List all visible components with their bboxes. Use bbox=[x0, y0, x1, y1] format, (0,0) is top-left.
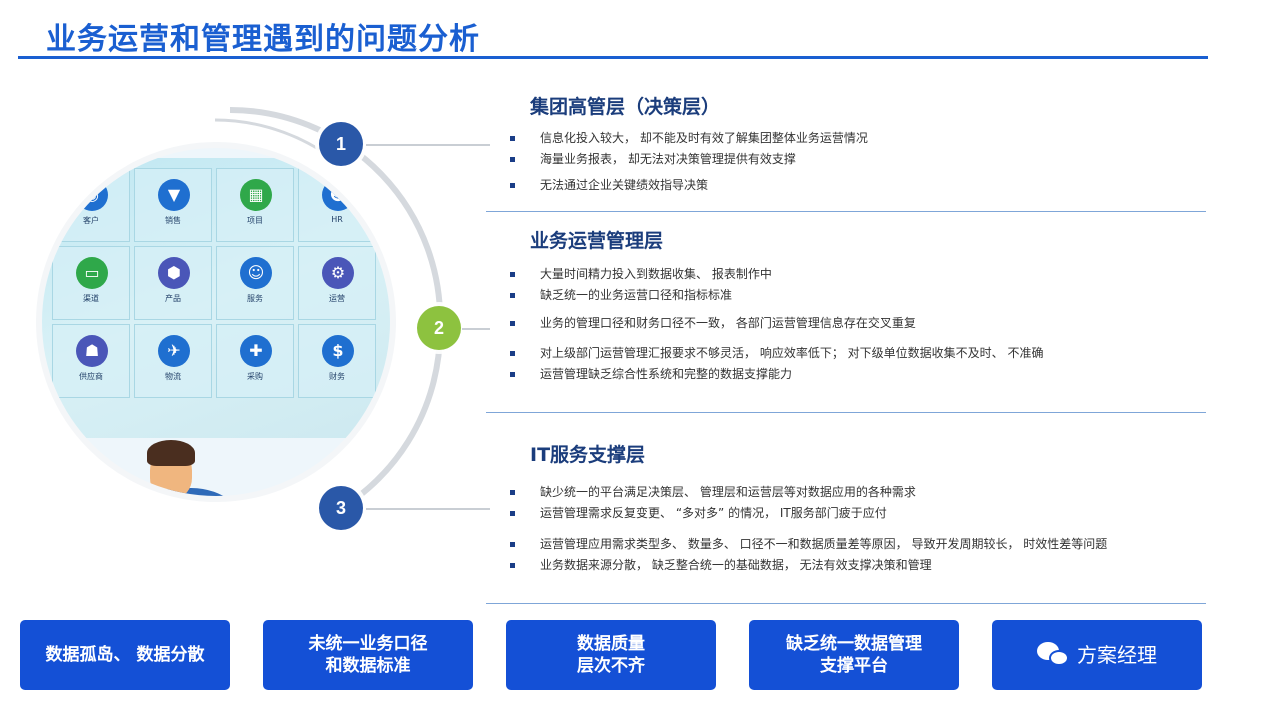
dollar-icon: $ bbox=[322, 335, 354, 367]
connector-3 bbox=[366, 508, 490, 510]
page-title: 业务运营和管理遇到的问题分析 bbox=[46, 22, 480, 57]
list-item: 海量业务报表， 却无法对决策管理提供有效支撑 bbox=[508, 149, 868, 170]
step-1-badge: 1 bbox=[319, 122, 363, 166]
tile-finance: $ 财务 bbox=[298, 324, 376, 398]
bullet-square-icon bbox=[510, 563, 515, 568]
list-item: 业务数据来源分散， 缺乏整合统一的基础数据， 无法有效支撑决策和管理 bbox=[508, 555, 1107, 576]
step-2-badge: 2 bbox=[417, 306, 461, 350]
list-item: 缺乏统一的业务运营口径和指标标准 bbox=[508, 285, 1043, 306]
tile-product: ⬢ 产品 bbox=[134, 246, 212, 320]
section-executive: 集团高管层（决策层） 信息化投入较大， 却不能及时有效了解集团整体业务运营情况 … bbox=[486, 88, 1206, 214]
service-icon: ☺ bbox=[240, 257, 272, 289]
bullet-list: 信息化投入较大， 却不能及时有效了解集团整体业务运营情况 海量业务报表， 却无法… bbox=[508, 128, 868, 196]
bullet-square-icon bbox=[510, 293, 515, 298]
tile-operations: ⚙ 运营 bbox=[298, 246, 376, 320]
section-title: 业务运营管理层 bbox=[530, 230, 664, 252]
logistics-icon: ✈ bbox=[158, 335, 190, 367]
bullet-square-icon bbox=[510, 490, 515, 495]
funnel-icon: ▼ bbox=[158, 179, 190, 211]
box-icon: ⬢ bbox=[158, 257, 190, 289]
section-divider bbox=[486, 412, 1206, 413]
person-hair bbox=[147, 440, 195, 466]
illustration: ◉ 客户 ▼ 销售 ▦ 项目 ☻ HR ▭ 渠道 ⬢ 产品 bbox=[20, 90, 490, 550]
list-item: 大量时间精力投入到数据收集、 报表制作中 bbox=[508, 264, 1043, 285]
tile-purchase: ✚ 采购 bbox=[216, 324, 294, 398]
users-icon: ◉ bbox=[76, 179, 108, 211]
section-operations: 业务运营管理层 大量时间精力投入到数据收集、 报表制作中 缺乏统一的业务运营口径… bbox=[486, 222, 1206, 416]
connector-2 bbox=[462, 328, 490, 330]
arc-ring bbox=[214, 107, 444, 523]
bullet-square-icon bbox=[510, 272, 515, 277]
section-divider bbox=[486, 603, 1206, 604]
bullet-square-icon bbox=[510, 372, 515, 377]
title-underline bbox=[18, 56, 1208, 59]
list-item: 缺少统一的平台满足决策层、 管理层和运营层等对数据应用的各种需求 bbox=[508, 482, 1107, 503]
list-item: 无法通过企业关键绩效指导决策 bbox=[508, 175, 868, 196]
watermark: 方案经理 bbox=[1037, 642, 1157, 668]
tile-sales: ▼ 销售 bbox=[134, 168, 212, 242]
channel-icon: ▭ bbox=[76, 257, 108, 289]
list-item: 运营管理需求反复变更、 “多对多” 的情况， IT服务部门疲于应付 bbox=[508, 503, 1107, 524]
tile-service: ☺ 服务 bbox=[216, 246, 294, 320]
wechat-icon bbox=[1037, 642, 1071, 668]
list-item: 对上级部门运营管理汇报要求不够灵活， 响应效率低下； 对下级单位数据收集不及时、… bbox=[508, 343, 1043, 364]
bullet-square-icon bbox=[510, 321, 515, 326]
section-it-support: IT服务支撑层 缺少统一的平台满足决策层、 管理层和运营层等对数据应用的各种需求… bbox=[486, 436, 1206, 608]
tile-project: ▦ 项目 bbox=[216, 168, 294, 242]
card-data-quality: 数据质量 层次不齐 bbox=[506, 620, 716, 690]
monitor-wall-circle: ◉ 客户 ▼ 销售 ▦ 项目 ☻ HR ▭ 渠道 ⬢ 产品 bbox=[36, 142, 396, 502]
people-icon: ☻ bbox=[322, 179, 354, 211]
list-item: 业务的管理口径和财务口径不一致， 各部门运营管理信息存在交叉重复 bbox=[508, 313, 1043, 334]
tile-customer: ◉ 客户 bbox=[52, 168, 130, 242]
bullet-square-icon bbox=[510, 157, 515, 162]
list-item: 信息化投入较大， 却不能及时有效了解集团整体业务运营情况 bbox=[508, 128, 868, 149]
bullet-square-icon bbox=[510, 136, 515, 141]
purchase-icon: ✚ bbox=[240, 335, 272, 367]
blocks-icon: ▦ bbox=[240, 179, 272, 211]
section-divider bbox=[486, 211, 1206, 212]
list-item: 运营管理应用需求类型多、 数量多、 口径不一和数据质量差等原因， 导致开发周期较… bbox=[508, 534, 1107, 555]
list-item: 运营管理缺乏综合性系统和完整的数据支撑能力 bbox=[508, 364, 1043, 385]
card-unified-standards: 未统一业务口径 和数据标准 bbox=[263, 620, 473, 690]
bullet-list: 大量时间精力投入到数据收集、 报表制作中 缺乏统一的业务运营口径和指标标准 业务… bbox=[508, 264, 1043, 385]
connector-1 bbox=[366, 144, 490, 146]
bullet-list: 缺少统一的平台满足决策层、 管理层和运营层等对数据应用的各种需求 运营管理需求反… bbox=[508, 482, 1107, 576]
tile-logistics: ✈ 物流 bbox=[134, 324, 212, 398]
tile-hr: ☻ HR bbox=[298, 168, 376, 242]
card-management-platform: 缺乏统一数据管理 支撑平台 bbox=[749, 620, 959, 690]
section-title: IT服务支撑层 bbox=[530, 444, 646, 466]
supplier-icon: ☗ bbox=[76, 335, 108, 367]
card-watermark: 方案经理 bbox=[992, 620, 1202, 690]
bullet-square-icon bbox=[510, 351, 515, 356]
tile-channel: ▭ 渠道 bbox=[52, 246, 130, 320]
bullet-square-icon bbox=[510, 511, 515, 516]
step-3-badge: 3 bbox=[319, 486, 363, 530]
bullet-square-icon bbox=[510, 183, 515, 188]
section-title: 集团高管层（决策层） bbox=[530, 96, 721, 118]
monitor-wall: ◉ 客户 ▼ 销售 ▦ 项目 ☻ HR ▭ 渠道 ⬢ 产品 bbox=[42, 158, 390, 438]
tile-supplier: ☗ 供应商 bbox=[52, 324, 130, 398]
gear-icon: ⚙ bbox=[322, 257, 354, 289]
card-data-silos: 数据孤岛、 数据分散 bbox=[20, 620, 230, 690]
bullet-square-icon bbox=[510, 542, 515, 547]
